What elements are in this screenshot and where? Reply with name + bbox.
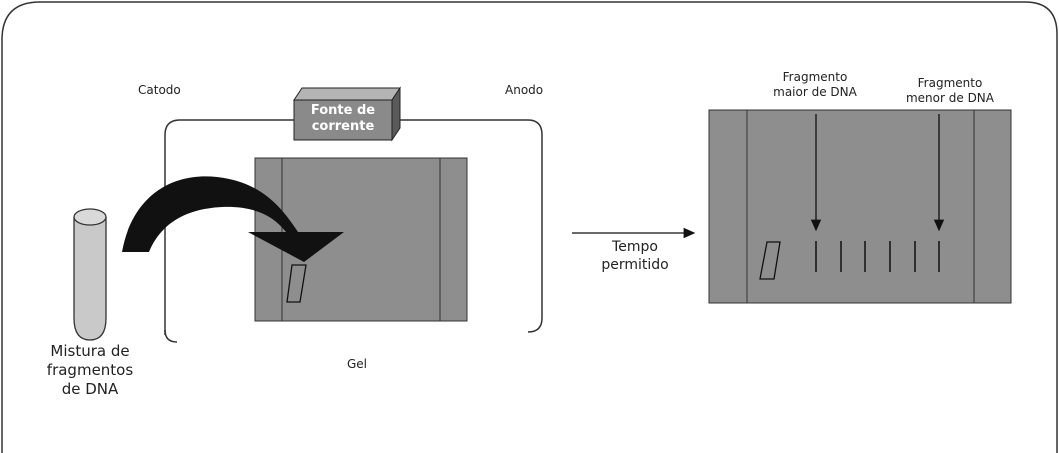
mixture-line1: Mistura de xyxy=(50,342,130,360)
mixture-label: Mistura de fragmentos de DNA xyxy=(40,342,140,399)
power-source-box xyxy=(293,86,401,142)
smaller-fragment-line1: Fragmento xyxy=(917,76,983,90)
power-source-line1: Fonte de xyxy=(310,103,376,118)
gel-right xyxy=(708,109,1012,304)
sample-well-left xyxy=(286,264,307,303)
larger-fragment-label: Fragmento maior de DNA xyxy=(760,70,870,100)
smaller-fragment-line2: menor de DNA xyxy=(905,91,994,105)
gel-label: Gel xyxy=(347,357,368,371)
time-line1: Tempo xyxy=(612,239,658,255)
power-source-label: Fonte de corrente xyxy=(294,103,392,135)
sample-well-right xyxy=(759,241,781,280)
mixture-line2: fragmentos xyxy=(46,361,134,379)
smaller-fragment-label: Fragmento menor de DNA xyxy=(895,76,1005,106)
cathode-label: Catodo xyxy=(138,83,181,97)
time-label: Tempo permitido xyxy=(590,238,680,274)
mixture-line3: de DNA xyxy=(61,380,119,398)
time-line2: permitido xyxy=(601,257,669,273)
power-source-line2: corrente xyxy=(311,119,375,134)
dna-bands xyxy=(815,241,940,272)
circuit-wire-lower xyxy=(164,329,178,343)
circuit-wire xyxy=(164,119,543,335)
loading-arrow xyxy=(122,176,344,262)
larger-fragment-line2: maior de DNA xyxy=(773,85,857,99)
larger-fragment-line1: Fragmento xyxy=(782,70,848,84)
anode-label: Anodo xyxy=(505,83,544,97)
test-tube xyxy=(73,208,107,341)
